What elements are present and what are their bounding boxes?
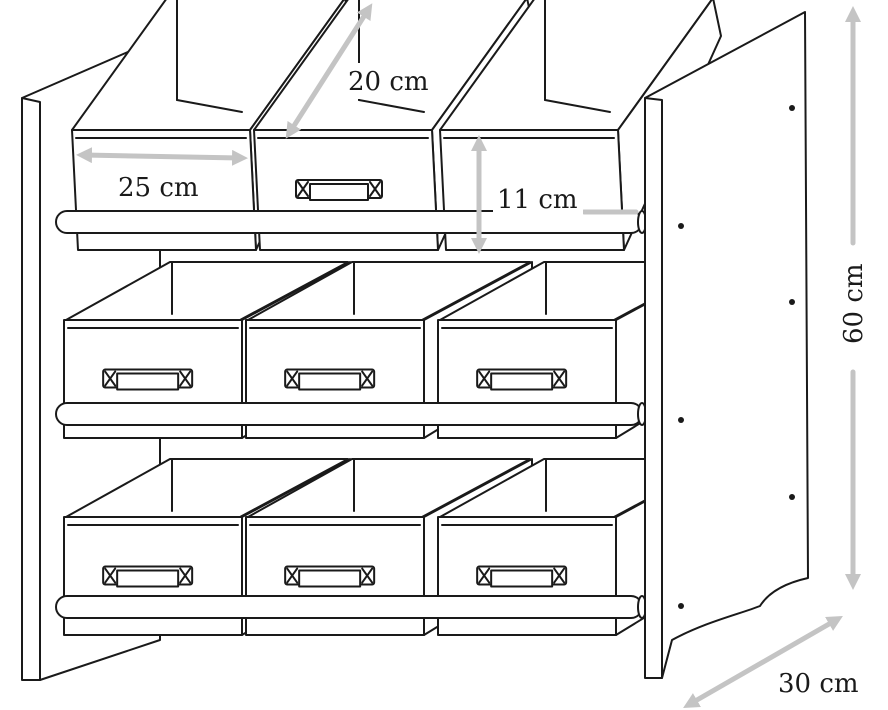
- panel-screw-hole: [789, 299, 795, 305]
- panel-screw-hole: [678, 603, 684, 609]
- panel-screw-hole: [678, 417, 684, 423]
- total-depth-arrow: [683, 616, 843, 708]
- total-depth-label: 30 cm: [778, 669, 859, 699]
- right-panel-front-edge: [644, 97, 663, 679]
- rods-group: [55, 210, 647, 619]
- panel-screw-hole: [678, 223, 684, 229]
- right-side-panel: [644, 11, 809, 679]
- bin-width-arrow: [76, 147, 248, 166]
- bin-width-label: 25 cm: [118, 173, 199, 203]
- panel-screw-hole: [789, 105, 795, 111]
- bin-height-label: 11 cm: [497, 185, 578, 215]
- left-panel-front-edge: [21, 97, 41, 681]
- support-rod: [55, 402, 647, 426]
- label-backdrop: [345, 63, 437, 99]
- bin-depth-label: 20 cm: [348, 67, 429, 97]
- bin-depth-arrow: [285, 3, 373, 139]
- label-backdrop: [493, 180, 583, 216]
- label-backdrop: [112, 170, 208, 204]
- panel-screw-hole: [789, 494, 795, 500]
- total-height-label: 60 cm: [839, 263, 869, 344]
- support-rod: [55, 595, 647, 619]
